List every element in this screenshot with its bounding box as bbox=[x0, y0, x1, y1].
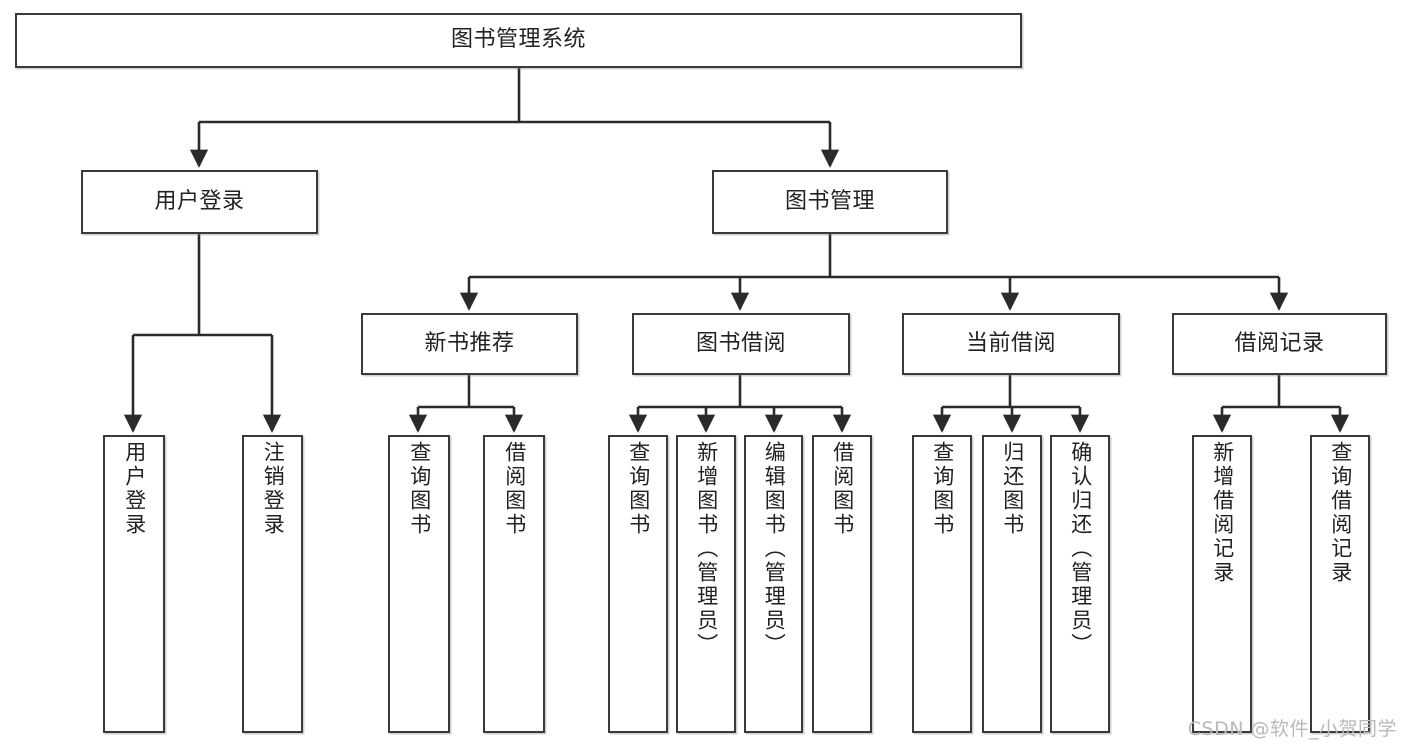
node-leaf-query-book-2[interactable]: 查询图书 bbox=[608, 435, 668, 733]
node-root[interactable]: 图书管理系统 bbox=[15, 13, 1022, 68]
node-leaf-borrow-book-2-label: 借阅图书 bbox=[830, 441, 855, 537]
node-new-book-rec[interactable]: 新书推荐 bbox=[361, 313, 578, 375]
node-leaf-edit-book[interactable]: 编辑图书（管理员） bbox=[744, 435, 803, 733]
node-leaf-query-book-1[interactable]: 查询图书 bbox=[388, 435, 450, 733]
node-leaf-query-book-1-label: 查询图书 bbox=[407, 441, 432, 537]
node-borrow-record[interactable]: 借阅记录 bbox=[1172, 313, 1387, 375]
node-leaf-query-book-3-label: 查询图书 bbox=[930, 441, 955, 537]
node-book-borrow[interactable]: 图书借阅 bbox=[632, 313, 850, 375]
node-current-borrow[interactable]: 当前借阅 bbox=[902, 313, 1120, 375]
node-leaf-add-record[interactable]: 新增借阅记录 bbox=[1192, 435, 1252, 733]
node-leaf-query-book-3[interactable]: 查询图书 bbox=[912, 435, 972, 733]
node-leaf-return-book-label: 归还图书 bbox=[1000, 441, 1025, 537]
node-leaf-user-login-label: 用户登录 bbox=[122, 441, 147, 537]
node-leaf-user-login[interactable]: 用户登录 bbox=[103, 435, 165, 733]
node-leaf-logout[interactable]: 注销登录 bbox=[242, 435, 303, 733]
node-book-manage-label: 图书管理 bbox=[784, 188, 875, 214]
node-book-borrow-label: 图书借阅 bbox=[695, 330, 786, 356]
watermark: CSDN @软件_小贺同学 bbox=[1187, 718, 1397, 740]
node-leaf-confirm-return-label: 确认归还（管理员） bbox=[1068, 441, 1093, 657]
node-leaf-query-record-label: 查询借阅记录 bbox=[1328, 441, 1353, 585]
node-leaf-add-record-label: 新增借阅记录 bbox=[1210, 441, 1235, 585]
node-leaf-logout-label: 注销登录 bbox=[261, 441, 286, 537]
node-new-book-rec-label: 新书推荐 bbox=[424, 330, 515, 356]
node-leaf-query-record[interactable]: 查询借阅记录 bbox=[1310, 435, 1370, 733]
node-root-label: 图书管理系统 bbox=[450, 27, 586, 53]
node-leaf-add-book[interactable]: 新增图书（管理员） bbox=[676, 435, 736, 733]
node-current-borrow-label: 当前借阅 bbox=[965, 330, 1056, 356]
node-leaf-borrow-book-1-label: 借阅图书 bbox=[502, 441, 527, 537]
node-leaf-query-book-2-label: 查询图书 bbox=[626, 441, 651, 537]
node-leaf-borrow-book-2[interactable]: 借阅图书 bbox=[812, 435, 872, 733]
node-book-manage[interactable]: 图书管理 bbox=[712, 170, 948, 234]
node-leaf-add-book-label: 新增图书（管理员） bbox=[694, 441, 719, 657]
node-leaf-edit-book-label: 编辑图书（管理员） bbox=[762, 441, 787, 657]
node-leaf-return-book[interactable]: 归还图书 bbox=[982, 435, 1042, 733]
node-user-login[interactable]: 用户登录 bbox=[81, 170, 318, 234]
node-leaf-borrow-book-1[interactable]: 借阅图书 bbox=[483, 435, 545, 733]
node-leaf-confirm-return[interactable]: 确认归还（管理员） bbox=[1050, 435, 1110, 733]
node-borrow-record-label: 借阅记录 bbox=[1234, 330, 1325, 356]
node-user-login-label: 用户登录 bbox=[154, 188, 245, 214]
